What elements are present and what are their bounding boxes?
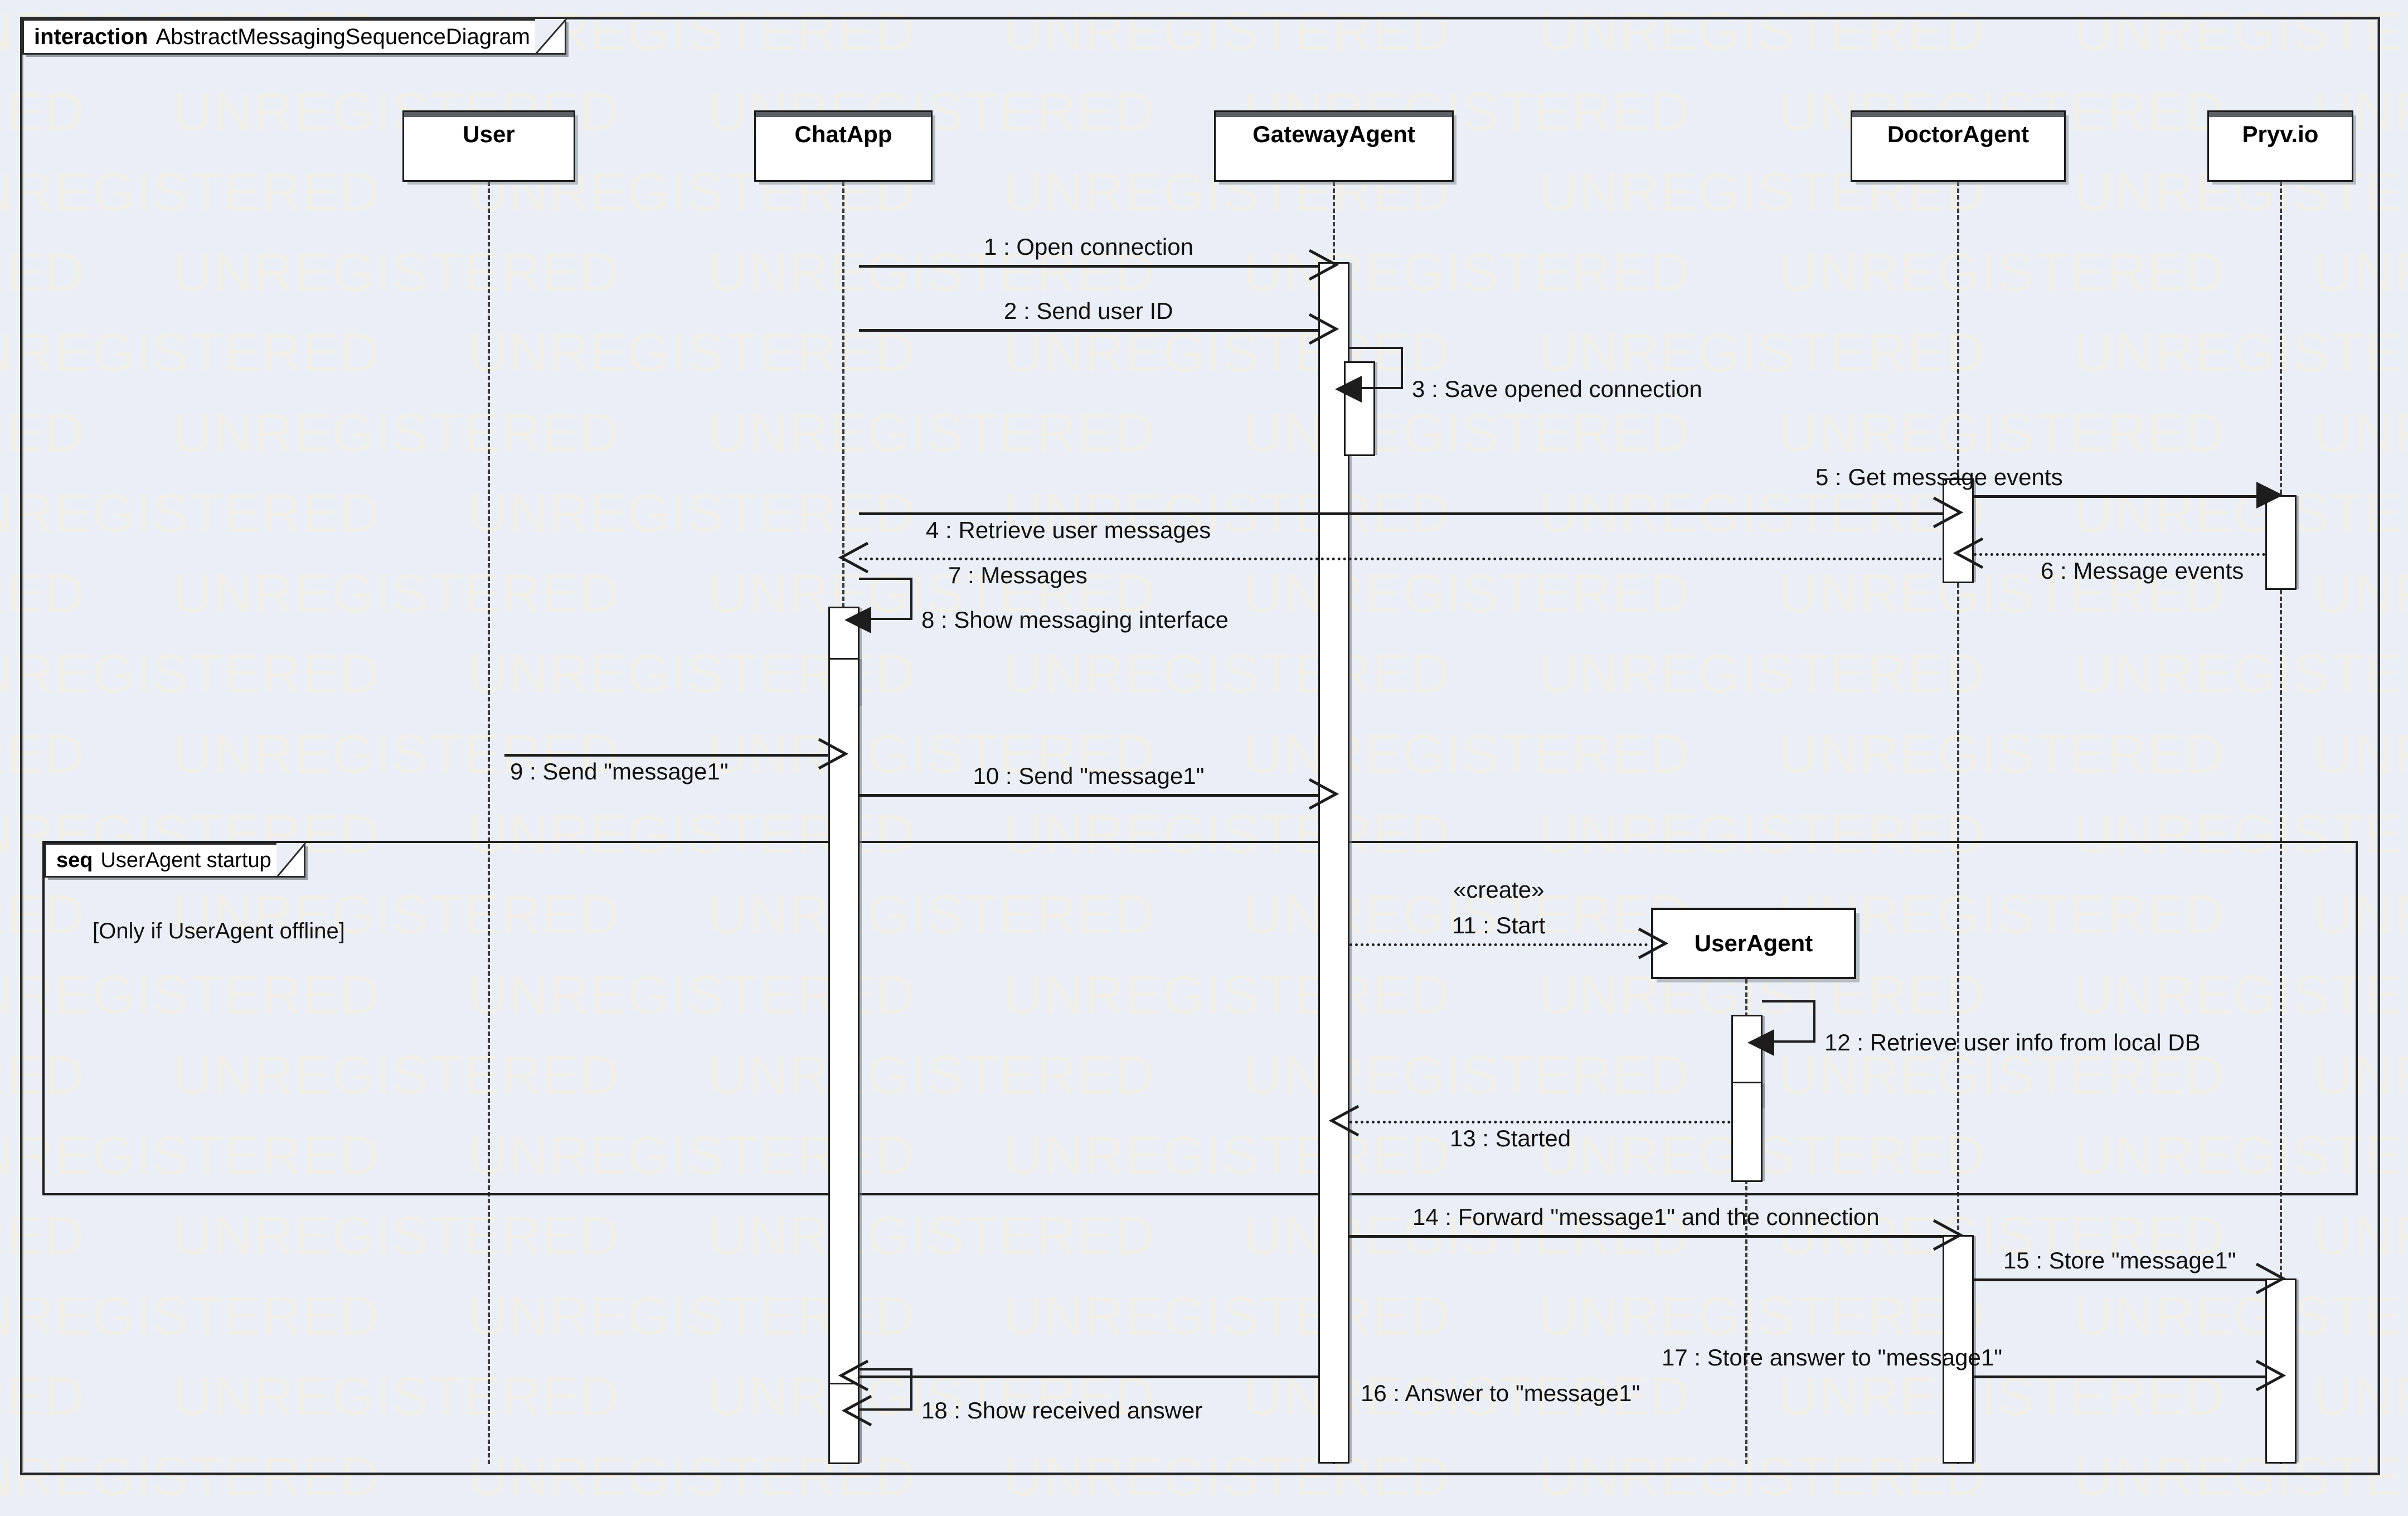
fragment-operator: seq <box>56 848 93 872</box>
message-arrowhead <box>1335 376 1362 403</box>
message-arrowhead <box>2256 482 2283 508</box>
message-arrowhead <box>1933 496 1964 529</box>
lifeline-label: User <box>463 121 515 147</box>
message-label-12: 12 : Retrieve user info from local DB <box>1824 1029 2201 1055</box>
fragment-operator-tag: seq UserAgent startup <box>45 843 305 878</box>
lifeline-head-cap <box>1216 112 1452 117</box>
self-message-bracket-12 <box>1762 1000 1815 1043</box>
message-line-13[interactable] <box>1349 1121 1731 1123</box>
message-arrowhead <box>841 1394 872 1427</box>
lifeline-head-cap <box>756 112 931 117</box>
message-arrowhead <box>1747 1029 1774 1056</box>
activation-bar-pryvio <box>2265 495 2297 590</box>
activation-bar-chatapp <box>828 1383 860 1464</box>
diagram-kind-keyword: interaction <box>34 24 148 49</box>
lifeline-line-user <box>488 182 490 1464</box>
message-line-10[interactable] <box>859 794 1318 797</box>
message-label-4: 4 : Retrieve user messages <box>926 517 1211 543</box>
message-line-2[interactable] <box>859 329 1318 332</box>
lifeline-head-useragent[interactable]: UserAgent <box>1651 908 1856 979</box>
lifeline-head-cap <box>2209 112 2352 117</box>
message-line-9[interactable] <box>504 754 828 757</box>
interaction-frame <box>20 17 2380 1475</box>
message-line-17[interactable] <box>1974 1375 2265 1378</box>
lifeline-line-doctoragent <box>1957 182 1959 1464</box>
message-label-8: 8 : Show messaging interface <box>921 607 1229 633</box>
message-arrowhead <box>1308 313 1339 345</box>
lifeline-label: DoctorAgent <box>1887 121 2030 147</box>
message-line-11[interactable] <box>1349 943 1648 946</box>
activation-bar-doctoragent <box>1943 1235 1974 1464</box>
lifeline-head-user[interactable]: User <box>402 110 575 182</box>
self-message-bracket-18 <box>859 1368 912 1411</box>
message-label-3: 3 : Save opened connection <box>1412 376 1702 402</box>
message-arrowhead <box>818 738 849 770</box>
message-arrowhead <box>2255 1359 2286 1392</box>
message-line-14[interactable] <box>1349 1235 1943 1238</box>
message-arrowhead <box>2255 1262 2286 1295</box>
lifeline-head-gatewayagent[interactable]: GatewayAgent <box>1214 110 1454 182</box>
message-arrowhead <box>844 607 871 633</box>
message-arrowhead <box>1638 927 1669 960</box>
activation-bar-chatapp <box>828 658 860 1463</box>
message-label-11: 11 : Start <box>1452 912 1546 938</box>
fragment-guard: [Only if UserAgent offline] <box>93 919 345 943</box>
lifeline-label: Pryv.io <box>2242 121 2319 147</box>
lifeline-head-cap <box>1852 112 2064 117</box>
message-label-10: 10 : Send "message1" <box>973 763 1205 789</box>
message-arrowhead <box>838 541 869 574</box>
lifeline-head-doctoragent[interactable]: DoctorAgent <box>1851 110 2066 182</box>
activation-bar-useragent <box>1731 1082 1763 1182</box>
message-arrowhead <box>1308 249 1339 281</box>
message-arrowhead <box>1953 537 1984 569</box>
activation-bar-pryvio <box>2265 1278 2297 1464</box>
diagram-name: AbstractMessagingSequenceDiagram <box>156 24 530 49</box>
created-object-label: UserAgent <box>1694 930 1813 956</box>
message-arrowhead <box>1328 1105 1360 1137</box>
lifeline-line-pryvio <box>2280 182 2282 1464</box>
message-label-9: 9 : Send "message1" <box>510 758 729 784</box>
message-label-7: 7 : Messages <box>948 562 1088 588</box>
create-stereotype: «create» <box>1453 876 1545 903</box>
message-label-5: 5 : Get message events <box>1815 464 2063 490</box>
message-label-17: 17 : Store answer to "message1" <box>1662 1344 2003 1370</box>
lifeline-label: ChatApp <box>794 121 892 147</box>
lifeline-head-cap <box>404 112 574 117</box>
message-label-2: 2 : Send user ID <box>1004 298 1173 324</box>
message-line-16[interactable] <box>859 1375 1318 1378</box>
message-line-15[interactable] <box>1974 1278 2265 1281</box>
message-label-14: 14 : Forward "message1" and the connecti… <box>1412 1204 1880 1230</box>
message-line-1[interactable] <box>859 265 1318 268</box>
message-arrowhead <box>838 1359 869 1392</box>
message-label-1: 1 : Open connection <box>984 234 1193 260</box>
message-line-7[interactable] <box>859 558 1943 560</box>
activation-bar-gatewayagent <box>1318 262 1349 1464</box>
lifeline-line-useragent <box>1745 979 1747 1464</box>
message-label-13: 13 : Started <box>1450 1125 1571 1151</box>
diagram-title-tag: interaction AbstractMessagingSequenceDia… <box>22 19 566 55</box>
activation-bar-gatewayagent <box>1344 361 1375 456</box>
message-label-16: 16 : Answer to "message1" <box>1361 1380 1640 1406</box>
combined-fragment-seq <box>42 841 2358 1195</box>
message-label-15: 15 : Store "message1" <box>2003 1247 2236 1273</box>
self-message-bracket-8 <box>859 578 912 620</box>
message-line-5[interactable] <box>1974 495 2265 498</box>
message-label-6: 6 : Message events <box>2041 558 2244 584</box>
activation-bar-doctoragent <box>1943 478 1974 583</box>
lifeline-label: GatewayAgent <box>1252 121 1415 147</box>
fragment-label: UserAgent startup <box>100 848 271 872</box>
lifeline-head-chatapp[interactable]: ChatApp <box>754 110 933 182</box>
lifeline-head-pryvio[interactable]: Pryv.io <box>2207 110 2353 182</box>
message-label-18: 18 : Show received answer <box>921 1397 1203 1423</box>
message-arrowhead <box>1933 1219 1964 1251</box>
self-message-bracket-3 <box>1349 347 1403 389</box>
message-line-4[interactable] <box>859 512 1943 515</box>
message-line-6[interactable] <box>1974 553 2265 556</box>
message-arrowhead <box>1308 778 1339 810</box>
